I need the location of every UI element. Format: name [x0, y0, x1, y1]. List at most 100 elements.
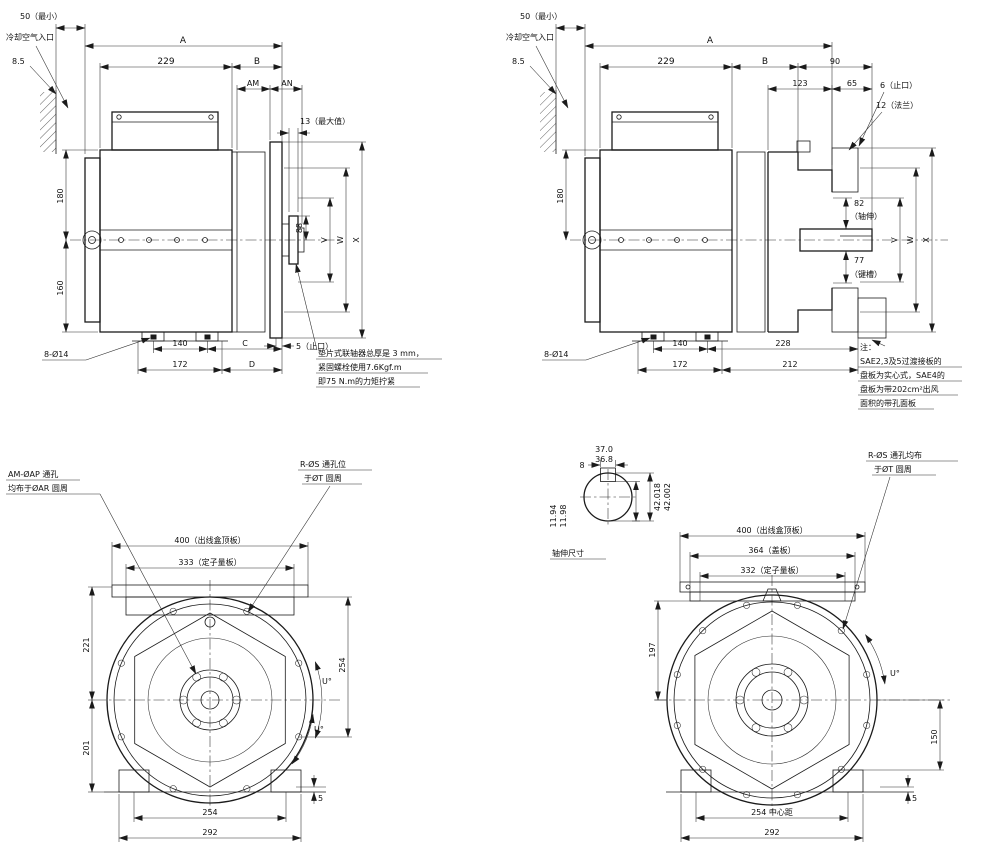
lifting-lug — [762, 588, 782, 602]
dim-w: W — [906, 236, 915, 244]
keyway-slot — [600, 467, 616, 482]
dim-254-bottom: 254 — [202, 808, 217, 817]
wall-hatch — [540, 90, 557, 154]
foot-hole — [704, 334, 711, 340]
dim-77: 77 — [854, 256, 864, 265]
dim-gap: 8.5 — [12, 57, 25, 66]
dim-201: 201 — [82, 740, 91, 755]
label-hub-holes-2: 均布于ØAR 圆周 — [8, 483, 68, 493]
view-side-disc-coupling: 50（最小） 冷却空气入口 8.5 A 229 B AM AN 13（最大值） … — [6, 12, 442, 388]
label-flange-holes-1: R-ØS 通孔均布 — [868, 450, 922, 460]
dim-292: 292 — [764, 828, 779, 837]
dim-82: 82 — [854, 199, 864, 208]
dim-5: 5 — [318, 794, 323, 803]
dim-229: 229 — [657, 57, 674, 67]
lifting-eye — [204, 616, 216, 628]
key-dim-37-0: 37.0 — [595, 445, 613, 454]
sae-flange-top — [831, 147, 859, 193]
dim-gap: 8.5 — [512, 57, 525, 66]
sae-flange-bottom — [831, 287, 859, 333]
dim-spigot-6: 6（止口） — [880, 80, 917, 90]
dim-88: 88 — [295, 223, 304, 233]
label-flange-holes-1: R-ØS 通孔位 — [300, 459, 346, 469]
terminal-box — [111, 111, 219, 151]
dim-c: C — [242, 339, 248, 348]
foot-hole — [204, 334, 211, 340]
dim-332: 332（定子量板） — [740, 565, 803, 575]
dim-400: 400（出线盒顶板） — [174, 535, 245, 545]
adaptor-top — [768, 151, 833, 192]
dim-254-center: 254 中心距 — [751, 807, 793, 817]
label-air-inlet: 冷却空气入口 — [506, 32, 554, 42]
labels: 50（最小） 冷却空气入口 8.5 A 229 B AM AN 13（最大值） … — [6, 12, 424, 386]
dim-am: AM — [247, 79, 259, 88]
dim-221: 221 — [82, 637, 91, 652]
shaft-tol-lower: 42.002 — [663, 483, 672, 511]
dim-d: D — [249, 360, 255, 369]
lifting-lug — [796, 140, 811, 153]
label-shaft-ext: （轴伸） — [850, 211, 882, 221]
dim-a: A — [707, 36, 714, 46]
dim-a: A — [180, 36, 187, 46]
foot-hole — [150, 334, 157, 340]
dim-172: 172 — [672, 360, 687, 369]
dim-212: 212 — [782, 360, 797, 369]
dim-364: 364（盖板） — [748, 545, 795, 555]
label-flange-holes-2: 于ØT 圆周 — [874, 464, 912, 474]
dim-197: 197 — [648, 642, 657, 657]
cover-plate — [689, 591, 856, 602]
front-body — [655, 575, 950, 812]
note-line-3: 盘板为带202cm²出风 — [860, 384, 939, 394]
view-front-sae: 37.0 36.8 8 42.018 42.002 11.94 11.98 轴伸… — [549, 445, 958, 842]
label-hub-holes-1: AM-ØAP 通孔 — [8, 469, 58, 479]
label-shaft-dims: 轴伸尺寸 — [552, 548, 584, 558]
wall-hatch — [40, 90, 57, 154]
stator-frame — [599, 149, 733, 333]
dim-333: 333（定子量板） — [178, 557, 241, 567]
label-holes-8-14: 8-Ø14 — [44, 349, 68, 359]
terminal-box — [611, 111, 719, 151]
dim-123: 123 — [792, 79, 807, 88]
label-air-inlet: 冷却空气入口 — [6, 32, 54, 42]
angle-u: U° — [890, 669, 900, 678]
dimensions — [29, 24, 442, 388]
bolt-circle — [673, 601, 871, 799]
key-dim-36-8: 36.8 — [595, 455, 613, 464]
dim-x: X — [352, 237, 361, 243]
generator-body — [70, 111, 336, 342]
dim-an: AN — [281, 79, 292, 88]
bolt-circle — [113, 603, 307, 797]
label-holes-8-14: 8-Ø14 — [544, 349, 568, 359]
labels: AM-ØAP 通孔 均布于ØAR 圆周 R-ØS 通孔位 于ØT 圆周 400（… — [8, 459, 347, 837]
label-min-clearance: 50（最小） — [520, 12, 562, 21]
frame-hexagon — [134, 612, 286, 788]
label-flange-holes-2: 于ØT 圆周 — [304, 473, 342, 483]
dim-292: 292 — [202, 828, 217, 837]
label-keyway: （键槽） — [850, 269, 882, 279]
rear-bearing — [582, 230, 602, 250]
note-head: 注： — [860, 342, 876, 352]
angle-u-1: U° — [322, 677, 332, 686]
foot-hole — [650, 334, 657, 340]
dim-400: 400（出线盒顶板） — [736, 525, 807, 535]
dim-229: 229 — [157, 57, 174, 67]
labels: R-ØS 通孔均布 于ØT 圆周 400（出线盒顶板） 364（盖板） 332（… — [648, 450, 939, 837]
stator-frame — [99, 149, 233, 333]
dim-v: V — [320, 237, 329, 243]
view-side-sae-adaptor: 50（最小） 冷却空气入口 8.5 A 229 B 90 123 65 6（止口… — [506, 12, 962, 410]
foot-right — [270, 769, 302, 793]
dim-172: 172 — [172, 360, 187, 369]
shaft-bore — [761, 689, 783, 711]
terminal-box-top-plate — [679, 581, 866, 593]
dim-160: 160 — [56, 280, 65, 295]
generator-body — [570, 111, 948, 342]
shaft-bore — [200, 690, 220, 710]
note-line-2: 紧固螺栓使用7.6Kgf.m — [318, 362, 402, 372]
dim-140: 140 — [672, 339, 687, 348]
shaft — [799, 228, 873, 252]
dimensions — [529, 24, 962, 410]
frame-hexagon — [694, 610, 850, 790]
dimensions — [6, 469, 372, 842]
